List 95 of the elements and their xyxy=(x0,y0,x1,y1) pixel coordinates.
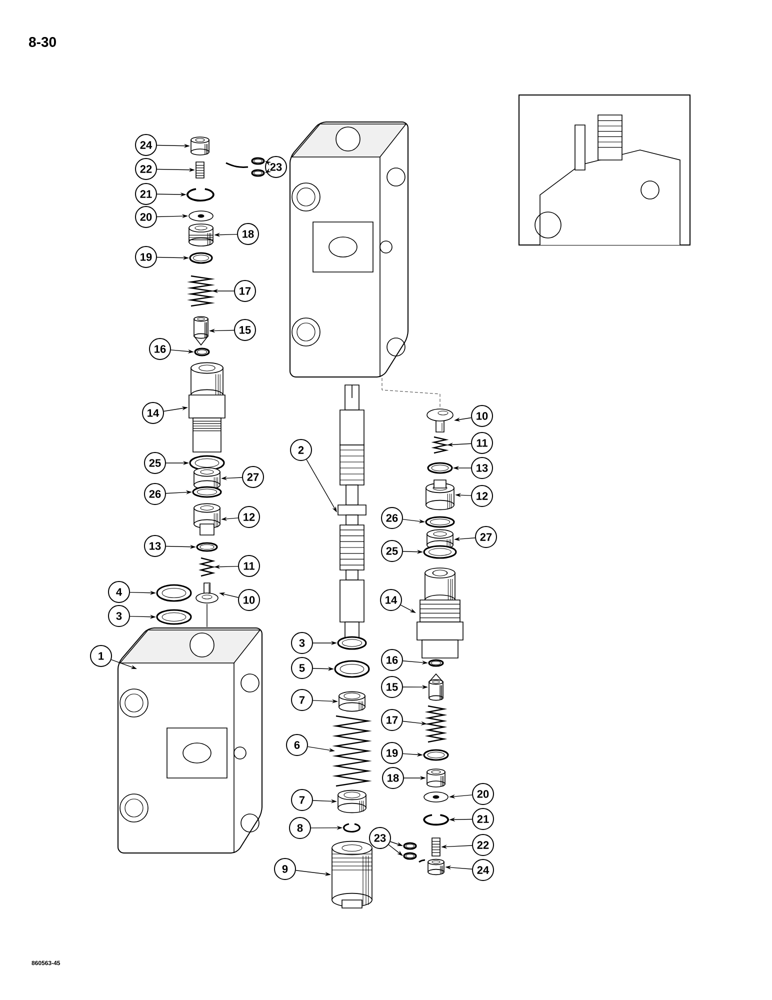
callout-number: 14 xyxy=(142,402,164,424)
spring xyxy=(332,715,372,787)
washer xyxy=(403,852,417,860)
snap-ring xyxy=(423,814,449,826)
callout-number: 23 xyxy=(369,827,391,849)
callout-number: 12 xyxy=(471,485,493,507)
plug xyxy=(188,224,214,246)
spring xyxy=(186,275,216,307)
washer xyxy=(424,792,448,802)
callout-number: 26 xyxy=(381,507,403,529)
callout-number: 19 xyxy=(135,246,157,268)
washer xyxy=(251,157,265,165)
callout-number: 24 xyxy=(472,859,494,881)
o-ring xyxy=(156,609,192,625)
callout-number: 27 xyxy=(242,466,264,488)
poppet xyxy=(194,316,208,346)
backup-ring xyxy=(423,545,457,559)
o-ring xyxy=(194,348,210,356)
cartridge xyxy=(416,568,464,658)
cartridge xyxy=(188,362,226,452)
nut xyxy=(428,858,444,876)
spring xyxy=(198,557,216,577)
poppet xyxy=(428,673,444,701)
o-ring xyxy=(192,486,222,498)
callout-number: 17 xyxy=(234,280,256,302)
callout-number: 9 xyxy=(274,858,296,880)
spring xyxy=(424,705,448,743)
callout-number: 19 xyxy=(381,742,403,764)
alignment-line xyxy=(206,604,208,628)
o-ring xyxy=(423,749,449,761)
o-ring xyxy=(425,516,455,528)
callout-number: 23 xyxy=(265,156,287,178)
callout-number: 18 xyxy=(237,223,259,245)
callout-number: 21 xyxy=(135,183,157,205)
callout-number: 4 xyxy=(108,581,130,603)
plug xyxy=(426,480,454,510)
plug xyxy=(194,503,220,536)
o-ring xyxy=(427,462,453,474)
washer xyxy=(403,842,417,850)
end-cap xyxy=(332,840,372,908)
page-number: 8-30 xyxy=(28,37,56,47)
callout-number: 24 xyxy=(135,134,157,156)
spring xyxy=(431,436,449,454)
callout-number: 1 xyxy=(90,645,112,667)
callout-number: 8 xyxy=(289,817,311,839)
washer xyxy=(188,210,214,222)
seal xyxy=(156,584,192,602)
callout-number: 22 xyxy=(472,834,494,856)
callout-number: 11 xyxy=(238,555,260,577)
retainer xyxy=(338,790,366,814)
callout-number: 5 xyxy=(291,657,313,679)
retainer xyxy=(338,691,366,712)
o-ring xyxy=(337,636,367,650)
o-ring xyxy=(189,252,213,264)
callout-number: 15 xyxy=(381,676,403,698)
callout-number: 7 xyxy=(291,789,313,811)
callout-number: 21 xyxy=(472,808,494,830)
callout-number: 7 xyxy=(291,689,313,711)
snap-ring xyxy=(343,823,360,832)
callout-number: 11 xyxy=(471,432,493,454)
callout-number: 13 xyxy=(471,457,493,479)
set-screw xyxy=(196,162,204,178)
callout-number: 10 xyxy=(238,589,260,611)
callout-number: 20 xyxy=(135,206,157,228)
callout-number: 3 xyxy=(108,605,130,627)
callout-number: 2 xyxy=(290,439,312,461)
snap-ring xyxy=(186,188,214,202)
callout-number: 6 xyxy=(286,734,308,756)
callout-number: 17 xyxy=(381,709,403,731)
o-ring xyxy=(428,659,444,667)
set-screw xyxy=(432,838,440,856)
washer xyxy=(251,169,265,177)
poppet xyxy=(196,582,218,604)
callout-number: 14 xyxy=(380,589,402,611)
callout-number: 3 xyxy=(291,632,313,654)
o-ring xyxy=(196,542,218,552)
plug xyxy=(426,768,446,788)
callout-number: 16 xyxy=(149,338,171,360)
callout-number: 27 xyxy=(475,526,497,548)
nut xyxy=(190,136,210,156)
seal xyxy=(334,660,370,678)
callout-number: 20 xyxy=(472,783,494,805)
valve-body xyxy=(118,628,262,854)
callout-number: 18 xyxy=(382,767,404,789)
callout-number: 26 xyxy=(144,483,166,505)
callout-number: 16 xyxy=(381,649,403,671)
callout-number: 13 xyxy=(144,535,166,557)
callout-number: 10 xyxy=(471,405,493,427)
valve-body xyxy=(290,121,408,378)
poppet xyxy=(426,408,454,432)
callout-number: 25 xyxy=(381,540,403,562)
callout-number: 12 xyxy=(238,506,260,528)
callout-number: 15 xyxy=(234,319,256,341)
callout-number: 25 xyxy=(144,452,166,474)
callout-number: 22 xyxy=(135,158,157,180)
